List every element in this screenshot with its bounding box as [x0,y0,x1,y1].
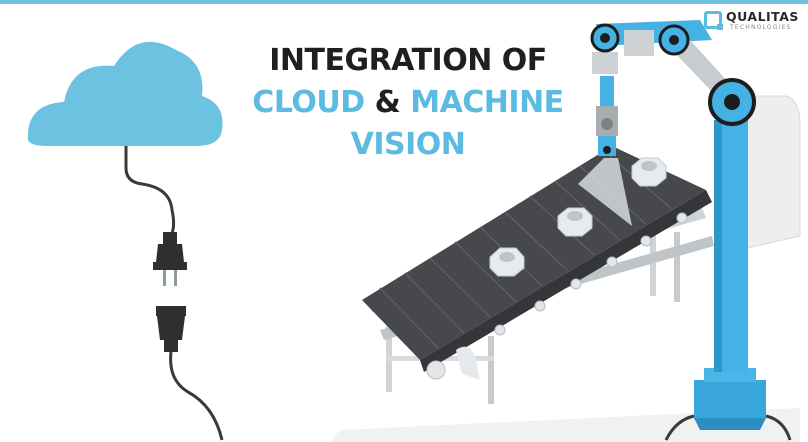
robotic-arm-illustration [590,20,801,430]
headline-line-2: CLOUD & MACHINE [226,82,590,124]
logo-tagline: TECHNOLOGIES [730,24,792,31]
logo-name: QUALITAS [726,9,799,24]
headline-cloud: CLOUD [252,85,365,120]
conveyor-belt-illustration [362,146,714,404]
cloud-cable [124,146,176,239]
cloud-icon [27,41,223,146]
camera-icon [598,136,616,156]
power-plug-icon [153,232,187,286]
headline-ampersand: & [374,85,401,120]
headline-line-1: INTEGRATION OF [269,43,547,78]
hex-nut-icon [631,157,667,187]
headline-machine: MACHINE [410,85,564,120]
vision-beam [578,158,632,226]
logo-mark-icon [704,11,723,30]
headline-line-3: VISION [350,127,466,162]
socket-cable [169,351,224,441]
top-accent-rule [0,0,808,4]
headline: INTEGRATION OF CLOUD & MACHINE VISION [226,40,590,166]
brand-logo: QUALITAS TECHNOLOGIES [704,10,804,32]
hex-nut-icon [489,247,525,277]
power-socket-icon [156,306,186,352]
hex-nut-icon [557,207,593,237]
